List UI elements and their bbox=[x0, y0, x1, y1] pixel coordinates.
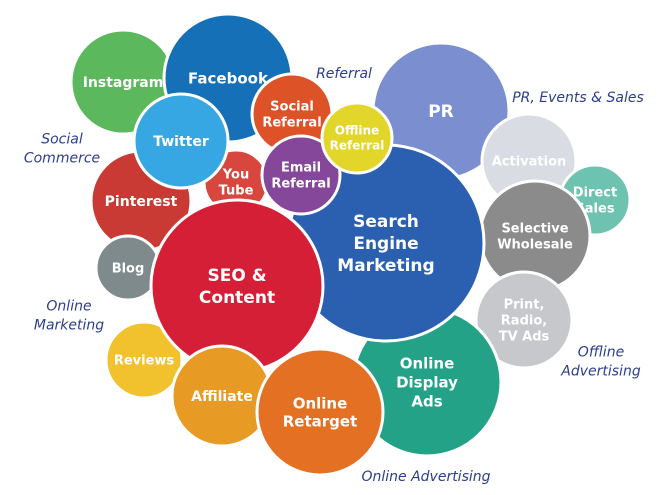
bubble-circle-seo-content bbox=[149, 198, 325, 374]
bubble-label-search-engine-marketing-line-1: Search bbox=[353, 212, 419, 232]
bubble-label-direct-sales-line-1: Direct bbox=[573, 186, 617, 201]
group-label-offline-advertising-line-1: Offline bbox=[578, 344, 624, 360]
bubble-label-youtube-line-2: Tube bbox=[219, 184, 254, 199]
bubble-circle-twitter bbox=[132, 92, 230, 190]
bubble-label-offline-referral-line-1: Offline bbox=[335, 124, 379, 138]
bubble-label-online-display-ads-line-1: Online bbox=[400, 354, 455, 372]
bubble-label-online-display-ads-line-2: Display bbox=[396, 373, 458, 391]
bubble-label-seo-content-line-2: Content bbox=[199, 288, 275, 308]
bubble-label-activation-line-1: Activation bbox=[492, 155, 567, 170]
group-label-online-advertising-line-1: Online Advertising bbox=[361, 469, 490, 485]
bubble-label-facebook-line-1: Facebook bbox=[188, 69, 269, 87]
bubble-label-print-radio-tv-line-2: Radio, bbox=[501, 314, 547, 329]
bubble-label-youtube-line-1: You bbox=[222, 168, 249, 183]
bubble-label-instagram-line-1: Instagram bbox=[83, 75, 164, 91]
bubble-twitter: Twitter bbox=[132, 92, 230, 190]
bubble-pr: PR bbox=[371, 41, 511, 181]
bubble-label-selective-wholesale-line-2: Wholesale bbox=[497, 238, 573, 253]
group-label-pr-events-sales: PR, Events & Sales bbox=[512, 90, 644, 106]
group-label-referral-line-1: Referral bbox=[316, 66, 372, 82]
bubble-label-email-referral-line-1: Email bbox=[281, 161, 321, 176]
bubble-label-reviews-line-1: Reviews bbox=[114, 354, 175, 369]
bubble-label-selective-wholesale-line-1: Selective bbox=[501, 222, 568, 237]
group-label-referral: Referral bbox=[316, 66, 372, 82]
bubble-affiliate: Affiliate bbox=[170, 344, 274, 448]
bubble-label-search-engine-marketing-line-2: Engine bbox=[353, 234, 418, 254]
bubble-label-print-radio-tv-line-3: TV Ads bbox=[499, 330, 550, 345]
group-label-social-commerce-line-2: Commerce bbox=[24, 150, 100, 166]
bubble-label-print-radio-tv-line-1: Print, bbox=[504, 298, 545, 313]
bubble-label-seo-content-line-1: SEO & bbox=[207, 266, 266, 286]
bubble-circle-reviews bbox=[104, 320, 184, 400]
bubble-circle-online-retarget bbox=[255, 347, 385, 477]
bubble-label-offline-referral-line-2: Referral bbox=[330, 139, 385, 153]
bubble-label-affiliate-line-1: Affiliate bbox=[191, 389, 253, 405]
group-label-pr-events-sales-line-1: PR, Events & Sales bbox=[512, 90, 644, 106]
bubble-label-email-referral-line-2: Referral bbox=[271, 177, 330, 192]
bubble-label-pinterest-line-1: Pinterest bbox=[105, 194, 178, 210]
bubble-reviews: Reviews bbox=[104, 320, 184, 400]
bubble-label-twitter-line-1: Twitter bbox=[153, 134, 209, 150]
group-label-online-marketing-line-1: Online bbox=[46, 298, 91, 314]
group-label-online-advertising: Online Advertising bbox=[361, 469, 490, 485]
bubble-label-online-display-ads-line-3: Ads bbox=[411, 392, 442, 410]
group-label-social-commerce-line-1: Social bbox=[41, 131, 83, 147]
bubble-label-blog-line-1: Blog bbox=[112, 262, 145, 277]
bubble-circle-offline-referral bbox=[320, 101, 394, 175]
bubble-circle-email-referral bbox=[260, 134, 342, 216]
group-label-online-marketing-line-2: Marketing bbox=[34, 317, 104, 333]
bubble-label-online-retarget-line-1: Online bbox=[293, 394, 348, 412]
group-label-offline-advertising-line-2: Advertising bbox=[560, 363, 641, 379]
bubble-print-radio-tv: Print,Radio,TV Ads bbox=[474, 270, 574, 370]
bubble-circle-print-radio-tv bbox=[474, 270, 574, 370]
bubble-label-online-retarget-line-2: Retarget bbox=[283, 412, 358, 430]
bubble-label-social-referral-line-1: Social bbox=[270, 100, 314, 115]
bubble-label-search-engine-marketing-line-3: Marketing bbox=[337, 256, 434, 276]
bubble-label-pr-line-1: PR bbox=[428, 102, 454, 122]
bubble-seo-content: SEO &Content bbox=[149, 198, 325, 374]
bubble-label-social-referral-line-2: Referral bbox=[262, 116, 321, 131]
